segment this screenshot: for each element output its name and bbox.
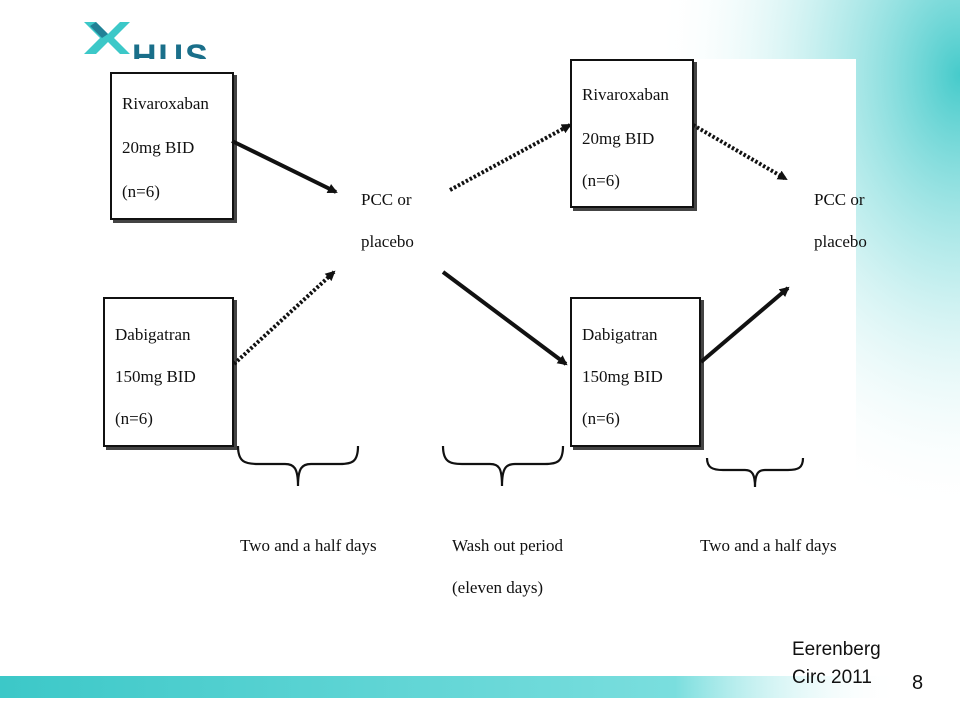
period-label-washout-line2: (eleven days)	[452, 578, 544, 597]
drug-name: Dabigatran	[582, 325, 658, 344]
treatment-label-mid-line2: placebo	[361, 232, 414, 251]
treatment-label-right-line1: PCC or	[814, 190, 865, 209]
citation-journal: Circ 2011	[792, 667, 872, 688]
drug-dose: 20mg BID	[122, 138, 195, 157]
logo: HUS	[82, 18, 232, 60]
drug-n: (n=6)	[582, 409, 620, 428]
rivaroxaban-box-left: Rivaroxaban 20mg BID (n=6)	[110, 72, 234, 220]
citation-author: Eerenberg	[792, 639, 881, 660]
period-label-second: Two and a half days	[700, 536, 837, 555]
period-label-first: Two and a half days	[240, 536, 377, 555]
drug-dose: 150mg BID	[115, 367, 196, 386]
treatment-label-right-line2: placebo	[814, 232, 867, 251]
bottom-accent-bar	[0, 676, 900, 698]
rivaroxaban-box-right: Rivaroxaban 20mg BID (n=6)	[570, 59, 694, 208]
citation: Eerenberg Circ 2011	[792, 636, 881, 692]
dabigatran-box-left: Dabigatran 150mg BID (n=6)	[103, 297, 234, 447]
period-label-washout-line1: Wash out period	[452, 536, 563, 555]
drug-name: Rivaroxaban	[582, 85, 669, 104]
drug-name: Rivaroxaban	[122, 94, 209, 113]
treatment-label-mid-line1: PCC or	[361, 190, 412, 209]
drug-dose: 20mg BID	[582, 129, 655, 148]
dabigatran-box-right: Dabigatran 150mg BID (n=6)	[570, 297, 701, 447]
drug-n: (n=6)	[122, 182, 160, 201]
drug-name: Dabigatran	[115, 325, 191, 344]
logo-text: HUS	[132, 38, 210, 60]
drug-n: (n=6)	[582, 171, 620, 190]
drug-n: (n=6)	[115, 409, 153, 428]
page-number: 8	[912, 672, 924, 694]
drug-dose: 150mg BID	[582, 367, 663, 386]
cross-logo-icon	[84, 22, 130, 54]
